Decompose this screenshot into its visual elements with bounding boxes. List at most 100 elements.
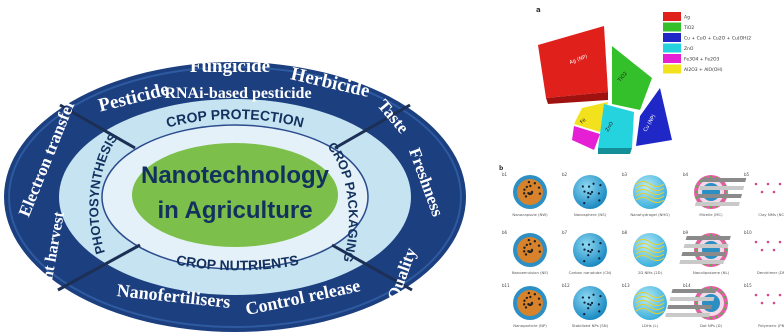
cell-id: b6 [502,230,508,235]
particle-dot [529,242,532,246]
lipid-head [709,175,713,179]
legend-label: ZnO [684,46,694,52]
particle-dot [583,301,586,304]
particle-dot [537,244,541,247]
particle-dot [523,188,526,191]
particle-dot [590,248,594,252]
polymer-strand [635,185,665,191]
lipid-head [724,301,728,305]
particle-dot [772,248,776,252]
pie-slice-magenta [572,126,600,150]
nanosphere-shape [573,233,607,267]
particle-dot [592,293,595,296]
particle-dot [590,190,594,194]
layer-sheet [667,305,713,309]
particle-dot [587,243,591,246]
cell-id: b9 [683,230,689,235]
particle-dot [533,293,537,296]
lipid-head [709,233,713,237]
polymer-strand [635,181,665,187]
ring-dividers [57,103,413,292]
outer-ring-highlight [8,66,462,328]
particle-dot [592,182,595,185]
legend-label: Cu + CuO + Cu2O + Cu(OH)2 [684,36,751,42]
particle-dot [766,240,770,244]
particle-dot [587,296,591,299]
particle-dot [538,192,542,195]
legend-label: TiO2 [683,25,694,31]
cell-caption: Stabilized NPs (SN) [572,323,609,328]
polymer-strand [635,239,665,245]
inner-label-crop-nutrients: CROP NUTRIENTS [175,252,300,274]
lipid-head [720,312,723,315]
particle-dot [524,253,528,256]
particle-dot [589,250,592,254]
cell-caption: Micelle (MC) [699,212,723,217]
cell-id: b13 [622,283,630,288]
particle-dot [760,190,764,194]
particle-dot [583,312,586,316]
particle-dot [527,291,531,295]
pie-slice-green [612,46,652,110]
cell-caption: Clay NMs (NC) [758,212,784,217]
pie-slice-cyan [598,104,634,148]
cell-caption: Dendrimer (DN) [757,270,784,275]
cell-caption: 2D NMs (2D) [638,270,663,275]
cell-id: b11 [502,283,510,288]
legend-label: Al2O3 + AlO(OH) [684,67,723,73]
particle-dot [587,185,591,188]
legend-label: Ag [684,15,690,21]
particle-dot [778,182,782,186]
legend-swatch [663,43,681,53]
lipid-head [709,286,713,290]
lipid-head [724,248,728,252]
particle-dot [525,296,529,300]
lipid-head [695,184,699,188]
particle-dot [529,295,532,299]
layer-sheet [669,297,715,301]
cell-caption: Nanoemulsion (NE) [512,270,549,275]
layer-sheet [694,202,740,206]
particle-dot [754,293,758,297]
cell-id: b7 [562,230,568,235]
lipid-head [694,248,698,252]
particle-dot [597,192,600,195]
particle-dot [587,249,590,253]
micelle-core [702,294,720,312]
particle-dot [598,257,601,260]
panel-letter-a: a [536,6,541,14]
layer-sheet [683,244,729,248]
cell-id: b5 [744,172,750,177]
particle-dot [754,182,758,186]
particle-dot [583,248,586,251]
micelle-core [702,241,720,259]
particle-dot [527,250,530,253]
particle-dot [587,196,590,199]
cell-caption: Nanosphere (NS) [574,212,607,217]
cell-id: b8 [622,230,628,235]
particle-dot [525,243,529,247]
polymer-strand [635,197,665,203]
particle-dot [533,182,537,185]
nanocapsule-core [517,237,543,263]
cell-id: b14 [683,283,691,288]
particle-dot [522,303,526,306]
cell-id: b2 [562,172,568,177]
particle-dot [581,243,584,246]
particle-dot [587,191,590,195]
nano-agriculture-diagram: Nanotechnology in Agriculture CROP PROTE… [4,56,466,332]
nanosphere-shape [573,286,607,320]
lipid-head [709,205,713,209]
particle-dot [522,192,526,195]
pie-slice-yellow [574,102,608,132]
particle-dot [522,250,526,253]
particle-dot [527,238,531,242]
